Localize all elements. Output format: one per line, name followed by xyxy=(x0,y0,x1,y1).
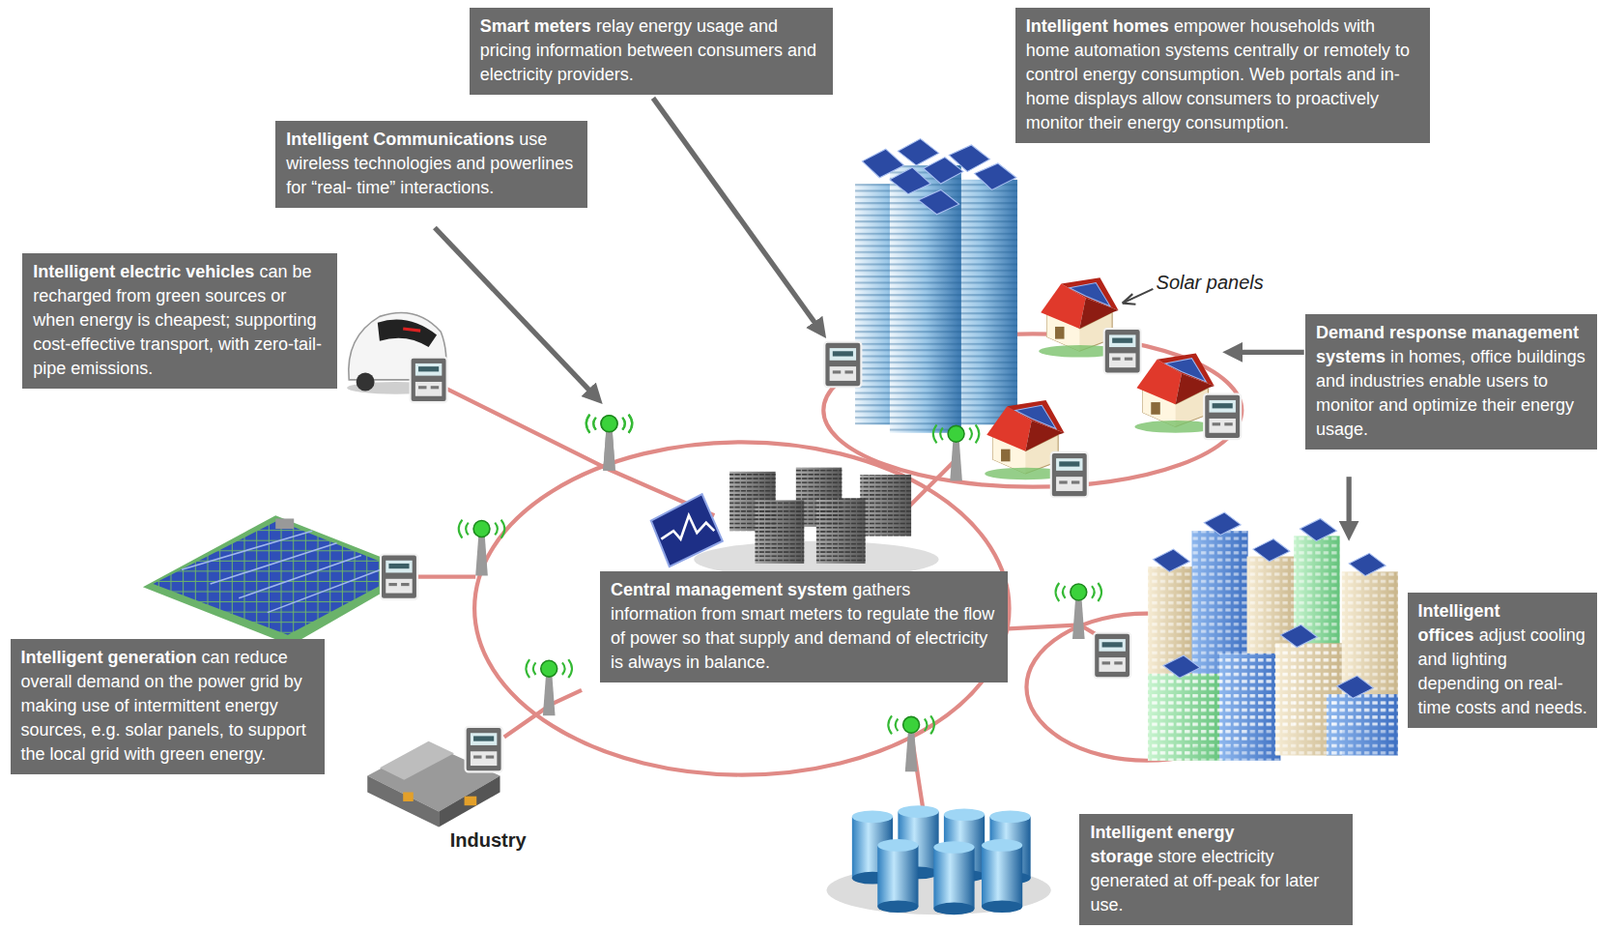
energy-storage xyxy=(826,804,1051,915)
callout-box: Demand response management systemsin hom… xyxy=(1305,314,1598,450)
callout-box: Intelligent energy storagestore electric… xyxy=(1079,813,1353,925)
callout-heading: Smart meters xyxy=(480,16,592,36)
callout-box: Intelligent homesempower households with… xyxy=(1015,7,1430,143)
callout-box: Smart metersrelay energy usage and prici… xyxy=(469,7,833,95)
callout-box: Central management systemgathers informa… xyxy=(600,571,1008,683)
servers xyxy=(651,467,940,578)
callout-heading: Intelligent generation xyxy=(21,647,198,667)
callout-box: Intelligent generationcan reduce overall… xyxy=(10,638,325,774)
callout-heading: Central management system xyxy=(610,579,848,600)
solar-farm xyxy=(142,514,419,645)
office-buildings xyxy=(1147,512,1399,761)
callout-heading: Intelligent Communications xyxy=(285,129,515,149)
antennas xyxy=(458,414,1102,772)
building-label: Industry xyxy=(450,828,527,852)
callout-box: Intelligent officesadjust cooling and li… xyxy=(1407,592,1598,728)
residential-towers xyxy=(855,139,1018,433)
callout-heading: Intelligent homes xyxy=(1026,16,1170,36)
smart-meters xyxy=(380,328,1241,772)
callout-heading: Intelligent electric vehicles xyxy=(32,261,255,282)
callout-box: Intelligent electric vehiclescan be rech… xyxy=(22,253,337,389)
callout-box: Intelligent Communicationsuse wireless t… xyxy=(275,120,588,208)
part-label: Solar panels xyxy=(1156,271,1264,294)
